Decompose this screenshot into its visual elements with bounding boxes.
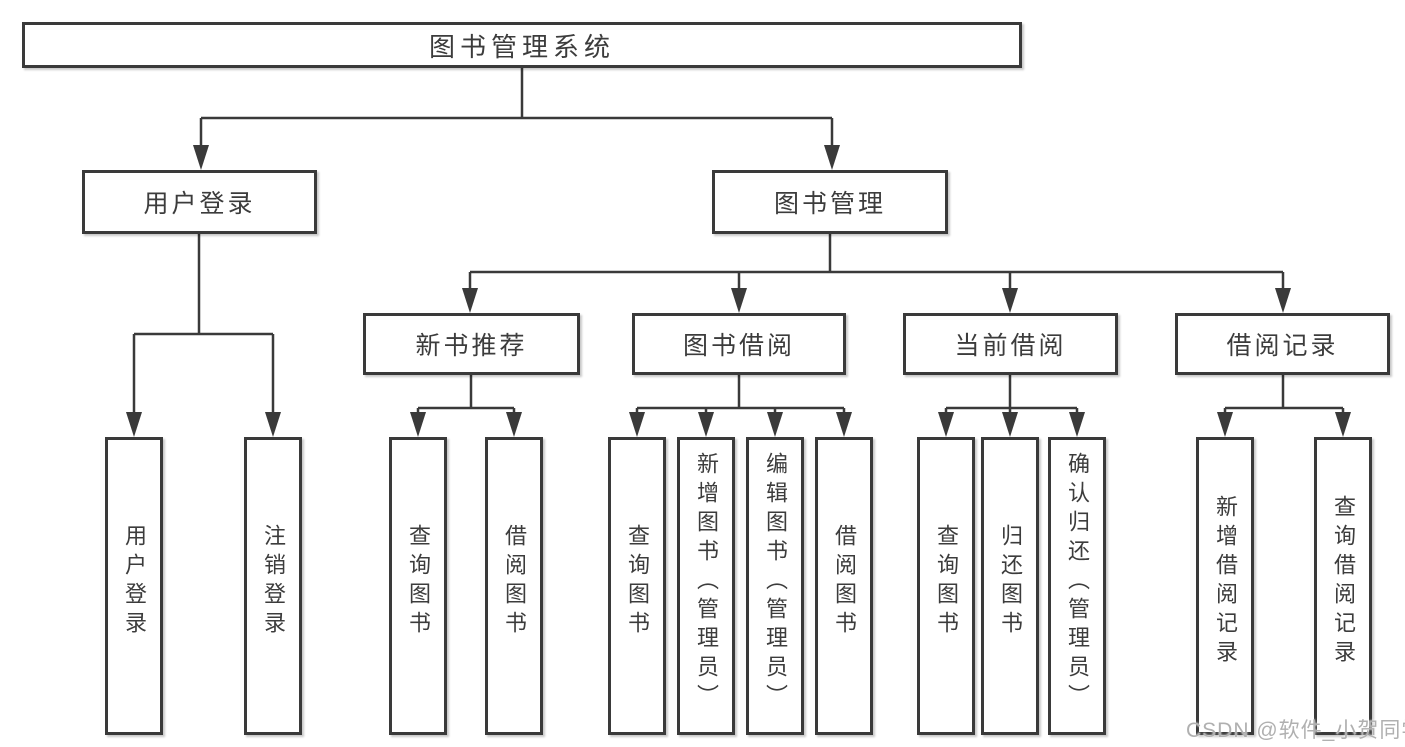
leaf-user-login: 用户登录	[105, 437, 163, 735]
leaf-add-borrow-record: 新增借阅记录	[1196, 437, 1254, 735]
node-label: 新增借阅记录	[1213, 495, 1238, 669]
node-borrowing-records: 借阅记录	[1175, 313, 1390, 375]
leaf-logout: 注销登录	[244, 437, 302, 735]
leaf-borrow-books: 借阅图书	[815, 437, 873, 735]
node-user-login: 用户登录	[82, 170, 317, 234]
node-label: 用户登录	[122, 524, 147, 640]
leaf-edit-books-admin: 编辑图书（管理员）	[746, 437, 804, 735]
node-label: 新增图书（管理员）	[694, 451, 719, 713]
node-book-borrowing: 图书借阅	[632, 313, 846, 375]
node-label: 查询图书	[406, 524, 431, 640]
leaf-query-books-current: 查询图书	[917, 437, 975, 735]
node-label: 当前借阅	[954, 332, 1067, 360]
node-label: 注销登录	[261, 524, 286, 640]
node-label: 归还图书	[998, 524, 1023, 640]
node-label: 图书管理	[773, 190, 886, 218]
node-label: 新书推荐	[415, 332, 528, 360]
node-label: 查询图书	[934, 524, 959, 640]
node-new-book-recommendation: 新书推荐	[363, 313, 580, 375]
node-label: 确认归还（管理员）	[1065, 451, 1090, 713]
node-label: 编辑图书（管理员）	[763, 451, 788, 713]
watermark: CSDN @软件_小贺同学	[1186, 719, 1405, 742]
node-book-management: 图书管理	[712, 170, 948, 234]
leaf-return-books: 归还图书	[981, 437, 1039, 735]
node-label: 借阅图书	[502, 524, 527, 640]
node-label: 借阅图书	[832, 524, 857, 640]
leaf-query-books-recommend: 查询图书	[389, 437, 447, 735]
node-label: 查询借阅记录	[1331, 495, 1356, 669]
leaf-query-books-borrowing: 查询图书	[608, 437, 666, 735]
leaf-query-borrow-record: 查询借阅记录	[1314, 437, 1372, 735]
node-current-borrowing: 当前借阅	[903, 313, 1118, 375]
node-label: 借阅记录	[1226, 332, 1339, 360]
node-label: 图书管理系统	[428, 31, 615, 62]
node-label: 用户登录	[143, 190, 256, 218]
leaf-borrow-books-recommend: 借阅图书	[485, 437, 543, 735]
leaf-add-books-admin: 新增图书（管理员）	[677, 437, 735, 735]
node-library-management-system: 图书管理系统	[22, 22, 1022, 68]
node-label: 图书借阅	[682, 332, 795, 360]
leaf-confirm-return-admin: 确认归还（管理员）	[1048, 437, 1106, 735]
node-label: 查询图书	[625, 524, 650, 640]
